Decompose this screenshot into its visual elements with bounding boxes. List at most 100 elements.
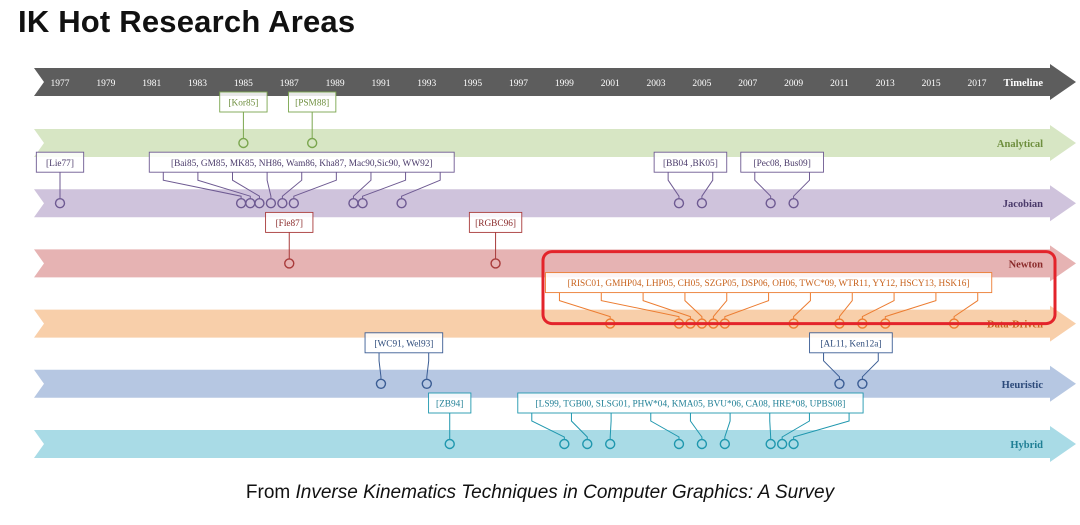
reference-box xyxy=(653,151,728,173)
leader-line xyxy=(570,413,588,440)
leader-line xyxy=(232,172,260,199)
leader-line xyxy=(401,172,441,199)
category-label: Jacobian xyxy=(1003,199,1043,210)
reference-label: [Lie77] xyxy=(46,159,74,169)
leader-line xyxy=(162,172,242,199)
reference-group: [WC91, Wel93] xyxy=(364,332,444,389)
leader-line xyxy=(352,172,372,199)
reference-group: [Fle87] xyxy=(265,211,314,269)
reference-label: [Kor85] xyxy=(228,99,258,109)
citation-source-title: Inverse Kinematics Techniques in Compute… xyxy=(295,482,835,503)
category-label: Analytical xyxy=(997,139,1043,150)
reference-marker xyxy=(719,438,731,450)
reference-group: [ZB94] xyxy=(428,392,472,450)
leader-line xyxy=(884,292,937,320)
reference-box xyxy=(809,332,893,354)
category-band xyxy=(34,185,1076,222)
year-tick-label: 2003 xyxy=(647,79,666,89)
leader-line xyxy=(793,172,810,199)
reference-marker xyxy=(673,438,685,450)
reference-label: [AL11, Ken12a] xyxy=(820,339,881,349)
leader-line xyxy=(838,292,853,320)
leader-line xyxy=(793,413,850,440)
reference-marker xyxy=(834,378,845,389)
reference-label: [PSM88] xyxy=(295,99,329,109)
reference-marker xyxy=(765,197,776,209)
reference-label: [ZB94] xyxy=(436,400,463,410)
leader-line xyxy=(793,292,811,320)
timeline-label: Timeline xyxy=(1004,78,1044,89)
page-title: IK Hot Research Areas xyxy=(18,4,356,39)
category-row-hybrid: Hybrid [ZB94] [LS99, TGB00, SLSG01, PHW*04… xyxy=(34,392,1076,462)
year-tick-label: 1999 xyxy=(555,79,574,89)
year-tick-label: 2017 xyxy=(968,79,987,89)
leader-line xyxy=(701,172,714,199)
category-row-newton: Newton [Fle87] [RGBC96] xyxy=(34,211,1076,282)
year-tick-label: 1985 xyxy=(234,79,253,89)
leader-line xyxy=(754,172,772,199)
leader-line xyxy=(684,292,703,320)
leader-line xyxy=(531,413,565,440)
reference-marker xyxy=(277,197,288,209)
leader-line xyxy=(650,413,680,440)
reference-marker xyxy=(254,197,265,209)
category-band xyxy=(34,426,1076,462)
leader-line xyxy=(724,413,731,440)
year-tick-label: 2013 xyxy=(876,79,895,89)
year-tick-label: 1997 xyxy=(509,79,528,89)
citation-prefix: From xyxy=(245,482,296,503)
reference-label: [Pec08, Bus09] xyxy=(753,159,810,169)
year-tick-label: 2011 xyxy=(830,79,849,89)
leader-line xyxy=(600,292,680,320)
year-tick-label: 2005 xyxy=(692,79,711,89)
leader-line xyxy=(609,413,612,440)
year-tick-label: 2015 xyxy=(922,79,941,89)
category-label: Hybrid xyxy=(1010,440,1043,451)
reference-marker xyxy=(673,197,685,209)
category-row-data-driven: Data-Driven[RISC01, GMHP04, LHP05, CH05,… xyxy=(34,272,1076,342)
year-tick-label: 1995 xyxy=(463,79,482,89)
reference-box xyxy=(740,151,824,173)
reference-box xyxy=(364,332,444,354)
leader-line xyxy=(781,413,810,440)
highlight-layer xyxy=(541,250,1057,326)
year-tick-label: 2001 xyxy=(601,79,620,89)
leader-line xyxy=(293,172,337,199)
reference-label: [RGBC96] xyxy=(475,219,516,229)
leader-line xyxy=(378,352,382,380)
leader-line xyxy=(724,292,770,320)
highlight-frame xyxy=(541,250,1057,326)
reference-marker xyxy=(421,378,432,389)
reference-marker xyxy=(857,378,868,389)
reference-marker xyxy=(357,197,368,209)
leader-line xyxy=(362,172,407,199)
leader-line xyxy=(558,292,611,320)
reference-label: [LS99, TGB00, SLSG01, PHW*04, KMA05, BVU… xyxy=(536,400,846,410)
category-label: Newton xyxy=(1009,259,1044,270)
reference-marker xyxy=(444,438,455,450)
reference-marker xyxy=(265,197,277,209)
leader-line xyxy=(689,413,703,440)
reference-marker xyxy=(776,438,788,450)
leader-line xyxy=(823,352,840,380)
reference-marker xyxy=(765,438,776,450)
reference-label: [Fle87] xyxy=(276,219,303,229)
reference-marker xyxy=(559,438,570,450)
reference-label: [Bai85, GM85, MK85, NH86, Wam86, Kha87, … xyxy=(171,159,433,169)
leader-line xyxy=(266,172,272,199)
year-tick-label: 2007 xyxy=(738,79,757,89)
reference-group: [Lie77] xyxy=(35,151,85,209)
reference-group: [BB04 ,BK05] xyxy=(653,151,728,209)
category-rows: Analytical [Kor85] [PSM88] Jacobian [Lie77] [… xyxy=(34,91,1076,462)
reference-marker xyxy=(788,197,799,209)
leader-line xyxy=(712,292,728,320)
category-row-analytical: Analytical [Kor85] [PSM88] xyxy=(34,91,1076,161)
year-tick-label: 1991 xyxy=(371,79,390,89)
leader-line xyxy=(667,172,680,199)
leader-line xyxy=(861,292,895,320)
reference-label: [BB04 ,BK05] xyxy=(663,159,718,169)
reference-marker xyxy=(582,438,593,450)
reference-marker xyxy=(284,258,295,269)
